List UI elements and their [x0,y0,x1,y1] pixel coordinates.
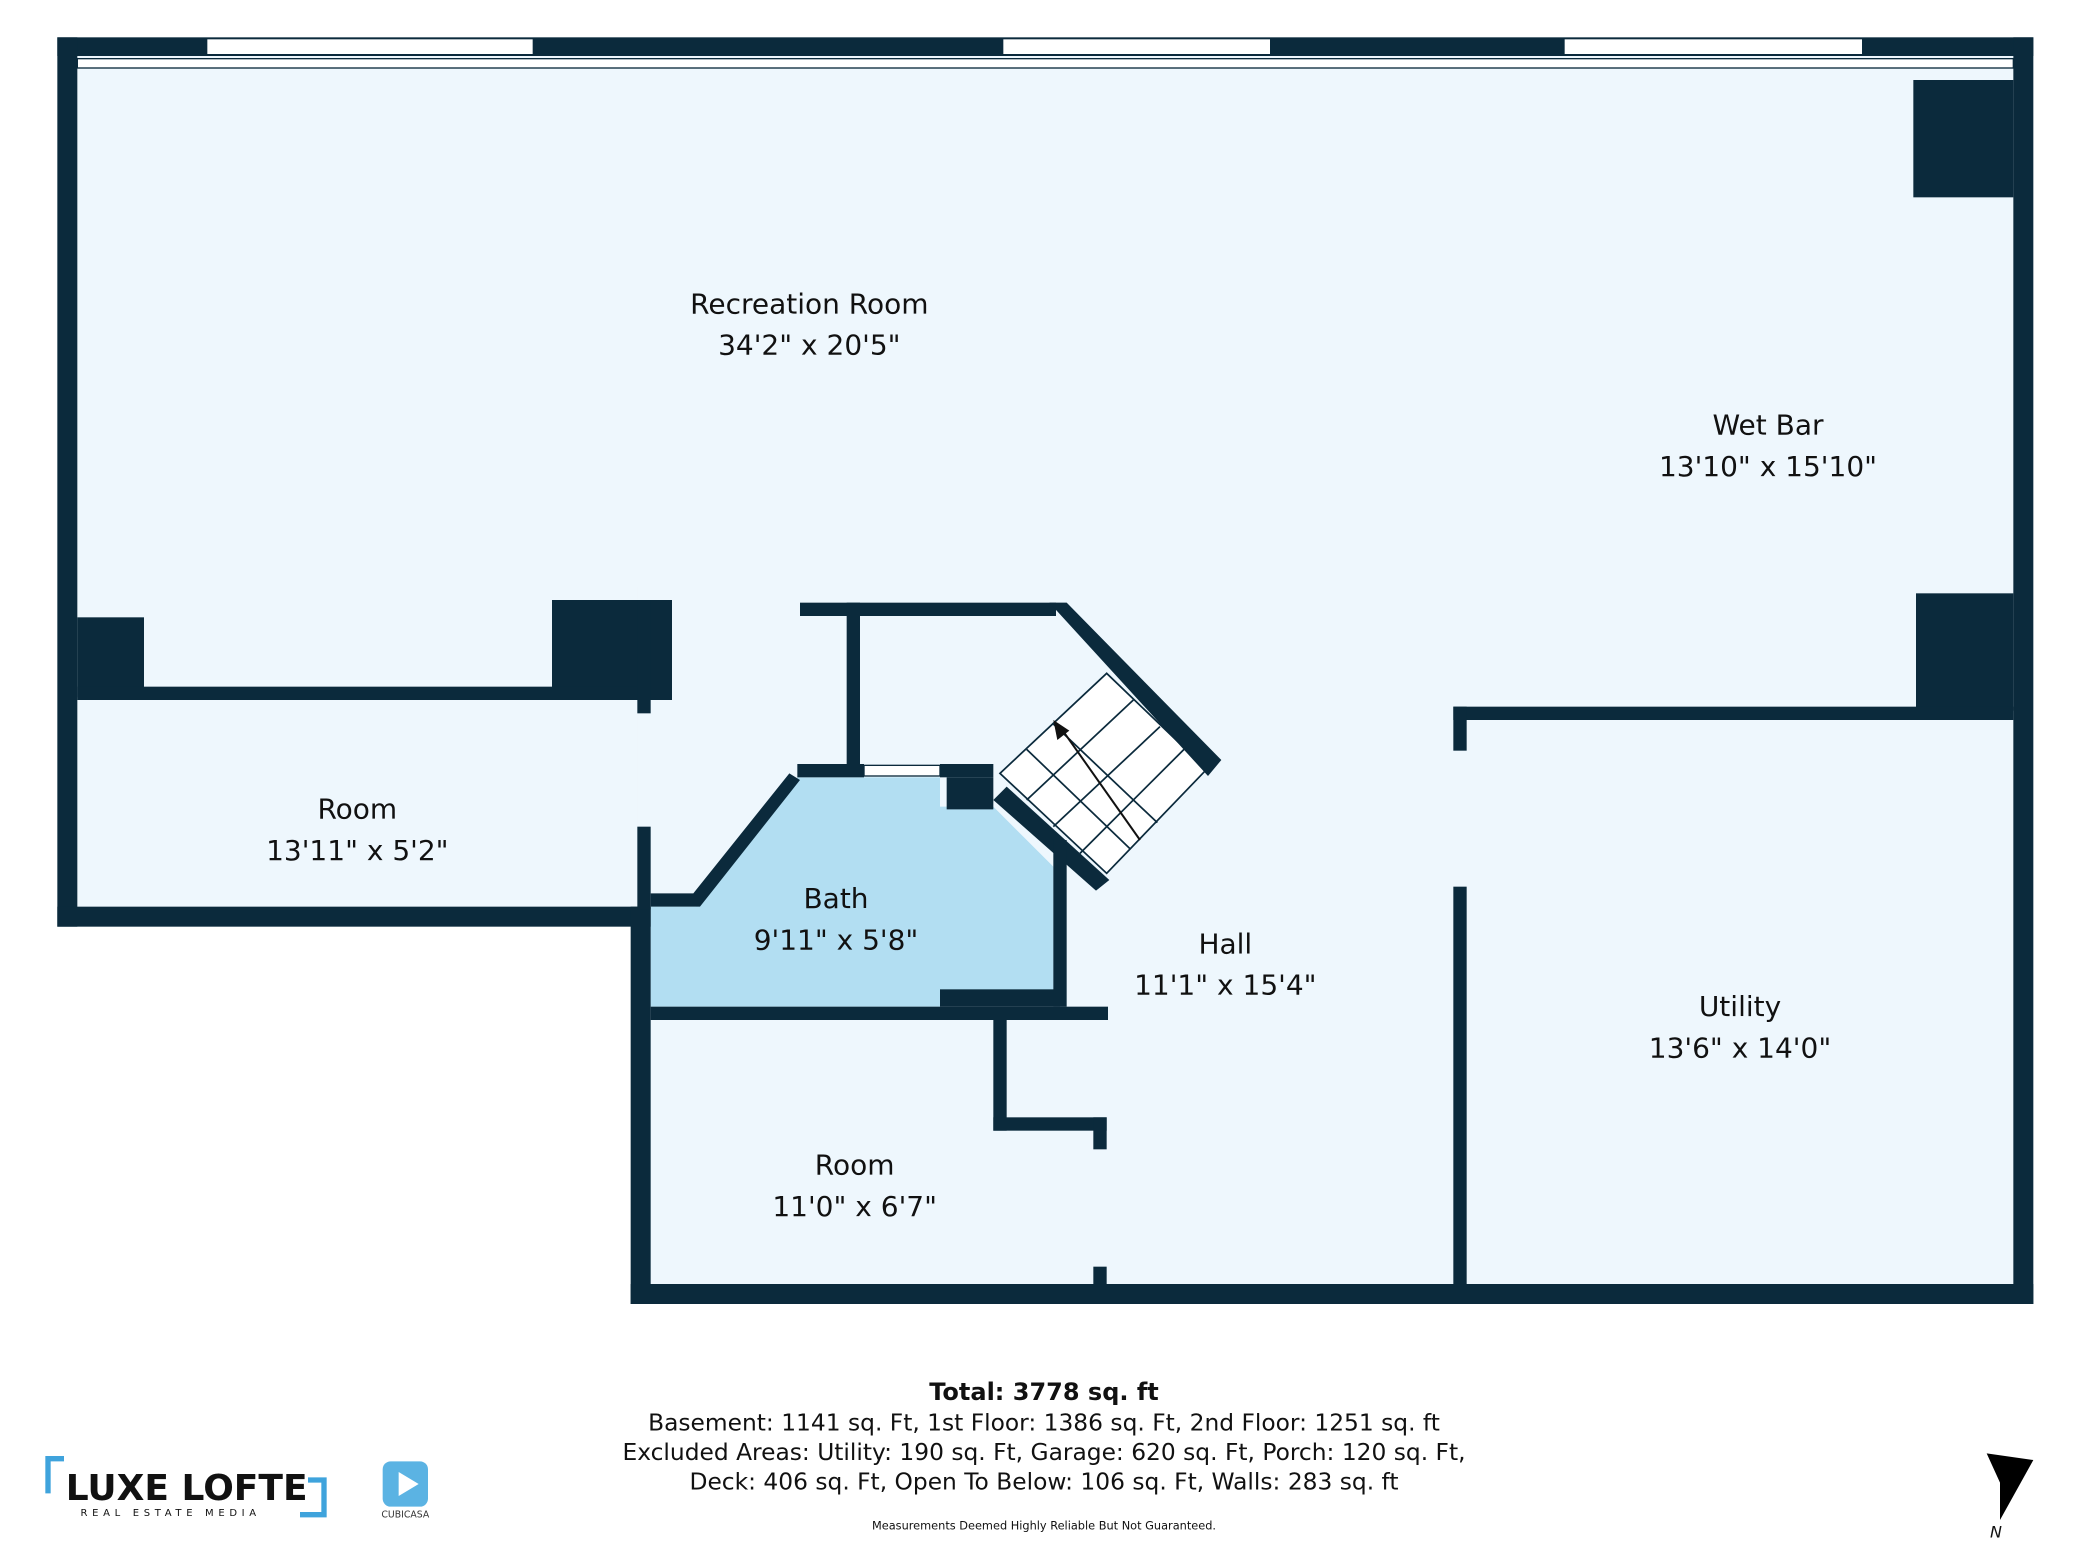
room-name: Bath [803,882,868,915]
room-size: 11'1" x 15'4" [1134,969,1316,1002]
stair-arrow-icon [1059,726,1141,841]
room-name: Room [815,1149,895,1182]
room-name: Recreation Room [690,287,928,320]
svg-text:N: N [1990,1522,2002,1541]
room-size: 13'6" x 14'0" [1649,1031,1831,1064]
room-name: Room [317,793,397,826]
svg-text:CUBICASA: CUBICASA [381,1509,429,1520]
bath-floor [650,777,1054,1007]
room-name: Wet Bar [1712,409,1824,442]
svg-text:REAL ESTATE MEDIA: REAL ESTATE MEDIA [81,1508,261,1519]
area-line-2: Excluded Areas: Utility: 190 sq. Ft, Gar… [622,1438,1465,1466]
staircase [998,672,1208,875]
windows [76,38,2014,777]
floor-fill [77,56,2014,1287]
area-line-1: Basement: 1141 sq. Ft, 1st Floor: 1386 s… [648,1409,1440,1437]
room-size: 13'10" x 15'10" [1659,450,1877,483]
luxe-lofte-logo: LUXE LOFTE REAL ESTATE MEDIA [45,1456,327,1519]
svg-text:LUXE LOFTE: LUXE LOFTE [66,1468,308,1509]
area-line-3: Deck: 406 sq. Ft, Open To Below: 106 sq.… [689,1467,1398,1495]
north-compass-icon: N [1986,1453,2034,1541]
room-name: Utility [1699,990,1781,1023]
room-size: 34'2" x 20'5" [718,329,900,362]
total-area: Total: 3778 sq. ft [929,1378,1159,1406]
room-size: 11'0" x 6'7" [772,1190,937,1223]
room-size: 13'11" x 5'2" [266,834,448,867]
walls [57,37,2034,1304]
disclaimer: Measurements Deemed Highly Reliable But … [872,1518,1216,1532]
cubicasa-logo: CUBICASA [381,1461,430,1520]
room-name: Hall [1198,927,1252,960]
room-size: 9'11" x 5'8" [754,923,919,956]
